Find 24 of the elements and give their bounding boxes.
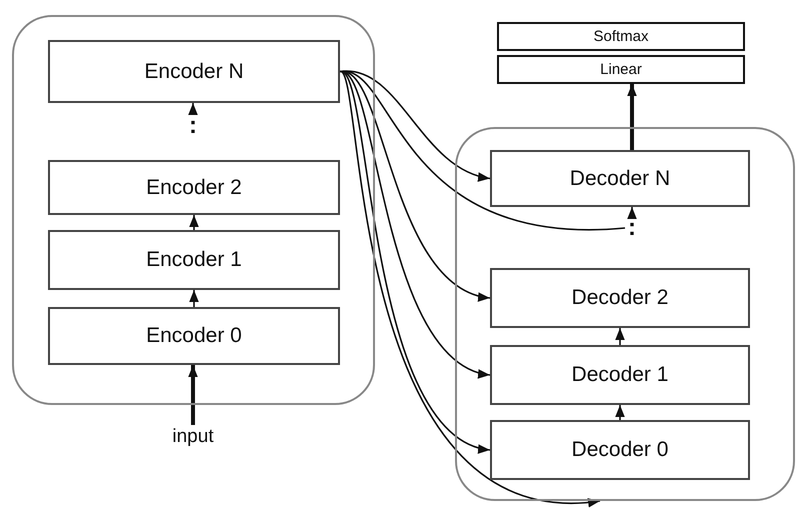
arrow xyxy=(188,103,198,115)
ellipsis: : xyxy=(186,113,200,139)
linear-box: Linear xyxy=(497,55,745,84)
decoder-box: Decoder N xyxy=(490,150,750,207)
encoder-box: Encoder 2 xyxy=(48,160,340,215)
decoder-box: Decoder 2 xyxy=(490,268,750,328)
arrow xyxy=(627,207,637,219)
arrow xyxy=(627,84,637,150)
arrow xyxy=(189,290,199,307)
arrow xyxy=(615,328,625,345)
encoder-box: Encoder N xyxy=(48,40,340,103)
ellipsis: : xyxy=(625,215,639,241)
arrow xyxy=(339,71,600,506)
decoder-box: Decoder 0 xyxy=(490,420,750,480)
arrow xyxy=(188,365,198,425)
encoder-box: Encoder 0 xyxy=(48,307,340,365)
encoder-box: Encoder 1 xyxy=(48,230,340,290)
softmax-box: Softmax xyxy=(497,22,745,51)
input-label: input xyxy=(165,425,221,449)
decoder-box: Decoder 1 xyxy=(490,345,750,405)
arrow xyxy=(615,405,625,420)
decoder-stack-panel xyxy=(455,127,795,501)
encoder-stack-panel xyxy=(12,15,375,405)
arrow xyxy=(189,215,199,230)
